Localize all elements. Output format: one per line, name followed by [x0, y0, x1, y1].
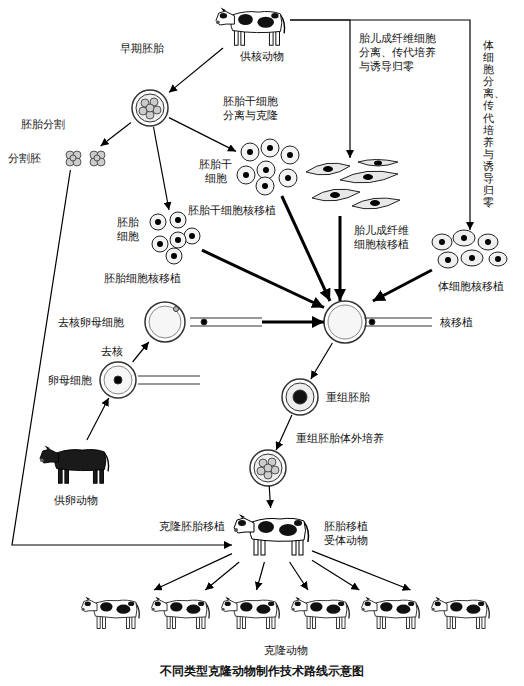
node-label: 胚胎干细胞核移植	[188, 204, 276, 218]
arrow-connector	[87, 398, 109, 440]
figure-node: 胚胎细胞胚胎细胞核移植	[146, 210, 202, 264]
figure-node: 胚胎干细胞胚胎干细胞核移植	[236, 140, 302, 196]
arrow-connector	[169, 48, 223, 92]
figure-node: 分割胚	[60, 146, 110, 170]
arrow-connector	[154, 554, 232, 590]
arrow-connector	[312, 551, 411, 590]
arrow-connector	[257, 562, 265, 590]
arrow-connector	[290, 20, 470, 230]
arrow-connector	[101, 123, 131, 146]
node-label: 体细胞核移植	[438, 280, 504, 294]
arrow-connector	[202, 250, 324, 307]
arrow-connector	[339, 216, 342, 301]
fibroblast-picture	[306, 160, 400, 209]
oocyte-picture	[100, 301, 432, 398]
arrow-connector	[282, 196, 330, 301]
embryo-cell-picture	[150, 212, 200, 264]
edge-label: 体细胞分离、传代培养与诱导归零	[482, 40, 495, 209]
figure-node: 供核动物	[212, 2, 290, 48]
node-label: 克隆动物	[264, 644, 308, 658]
arrow-connector	[169, 118, 236, 152]
edge-label: 克隆胚胎移植	[158, 520, 226, 534]
figure-node: 核移植	[324, 301, 432, 343]
arrow-connector	[290, 20, 350, 158]
cow-picture	[40, 8, 489, 629]
arrow-connector	[373, 270, 432, 301]
figure-node: 重组胚胎体外培养	[250, 450, 286, 486]
node-label: 去核卵母细胞	[58, 316, 124, 330]
embryo-picture	[132, 90, 168, 126]
arrow-connector	[276, 415, 292, 450]
node-label: 胚胎移植受体动物	[322, 520, 369, 548]
arrow-connector	[269, 486, 270, 508]
arrow-connector	[133, 342, 149, 362]
node-label: 核移植	[440, 316, 473, 330]
figure-node: 去核卵母细胞	[145, 302, 262, 342]
edge-label: 去核	[100, 345, 124, 359]
edge-label: 胎儿成纤维细胞分离、传代培养与诱导归零	[358, 32, 440, 73]
arrow-connector	[311, 343, 333, 379]
caption: 不同类型克隆动物制作技术路线示意图	[0, 664, 524, 679]
arrow-connector	[290, 562, 308, 590]
figure-node: 胚胎移植受体动物	[232, 508, 312, 562]
edge-label: 胚胎分割	[20, 118, 66, 132]
node-label: 卵母细胞	[48, 374, 92, 388]
figure-node: 重组胚胎	[282, 379, 318, 415]
node-label: 重组胚胎	[326, 391, 370, 405]
node-label: 早期胚胎	[120, 42, 164, 56]
node-label: 供核动物	[240, 50, 284, 64]
figure-node: 克隆动物	[78, 590, 494, 634]
arrow-connector	[154, 127, 170, 210]
figure-node: 卵母细胞	[100, 362, 200, 398]
edge-label: 胚胎干细胞分离与克隆	[222, 95, 286, 123]
arrow-connector	[12, 170, 232, 545]
node-label: 分割胚	[8, 152, 41, 166]
figure-node: 供卵动物	[38, 440, 112, 486]
arrow-connector	[205, 562, 239, 590]
figure-node: 胎儿成纤维细胞核移植	[304, 158, 402, 216]
node-label: 胎儿成纤维细胞核移植	[352, 224, 410, 252]
figure-node: 体细胞核移植	[430, 230, 510, 270]
split-embryo-picture	[66, 151, 105, 166]
figure-node: 早期胚胎	[131, 89, 169, 127]
node-label: 重组胚胎体外培养	[296, 432, 384, 446]
arrow-connector	[262, 321, 324, 324]
node-label: 供卵动物	[54, 494, 98, 508]
arrow-connector	[312, 560, 359, 590]
somatic-cell-picture	[432, 230, 507, 268]
node-label: 胚胎干细胞	[198, 158, 233, 186]
node-label: 胚胎细胞核移植	[104, 272, 181, 286]
stem-cell-picture	[237, 139, 299, 195]
node-label: 胚胎细胞	[115, 216, 140, 244]
